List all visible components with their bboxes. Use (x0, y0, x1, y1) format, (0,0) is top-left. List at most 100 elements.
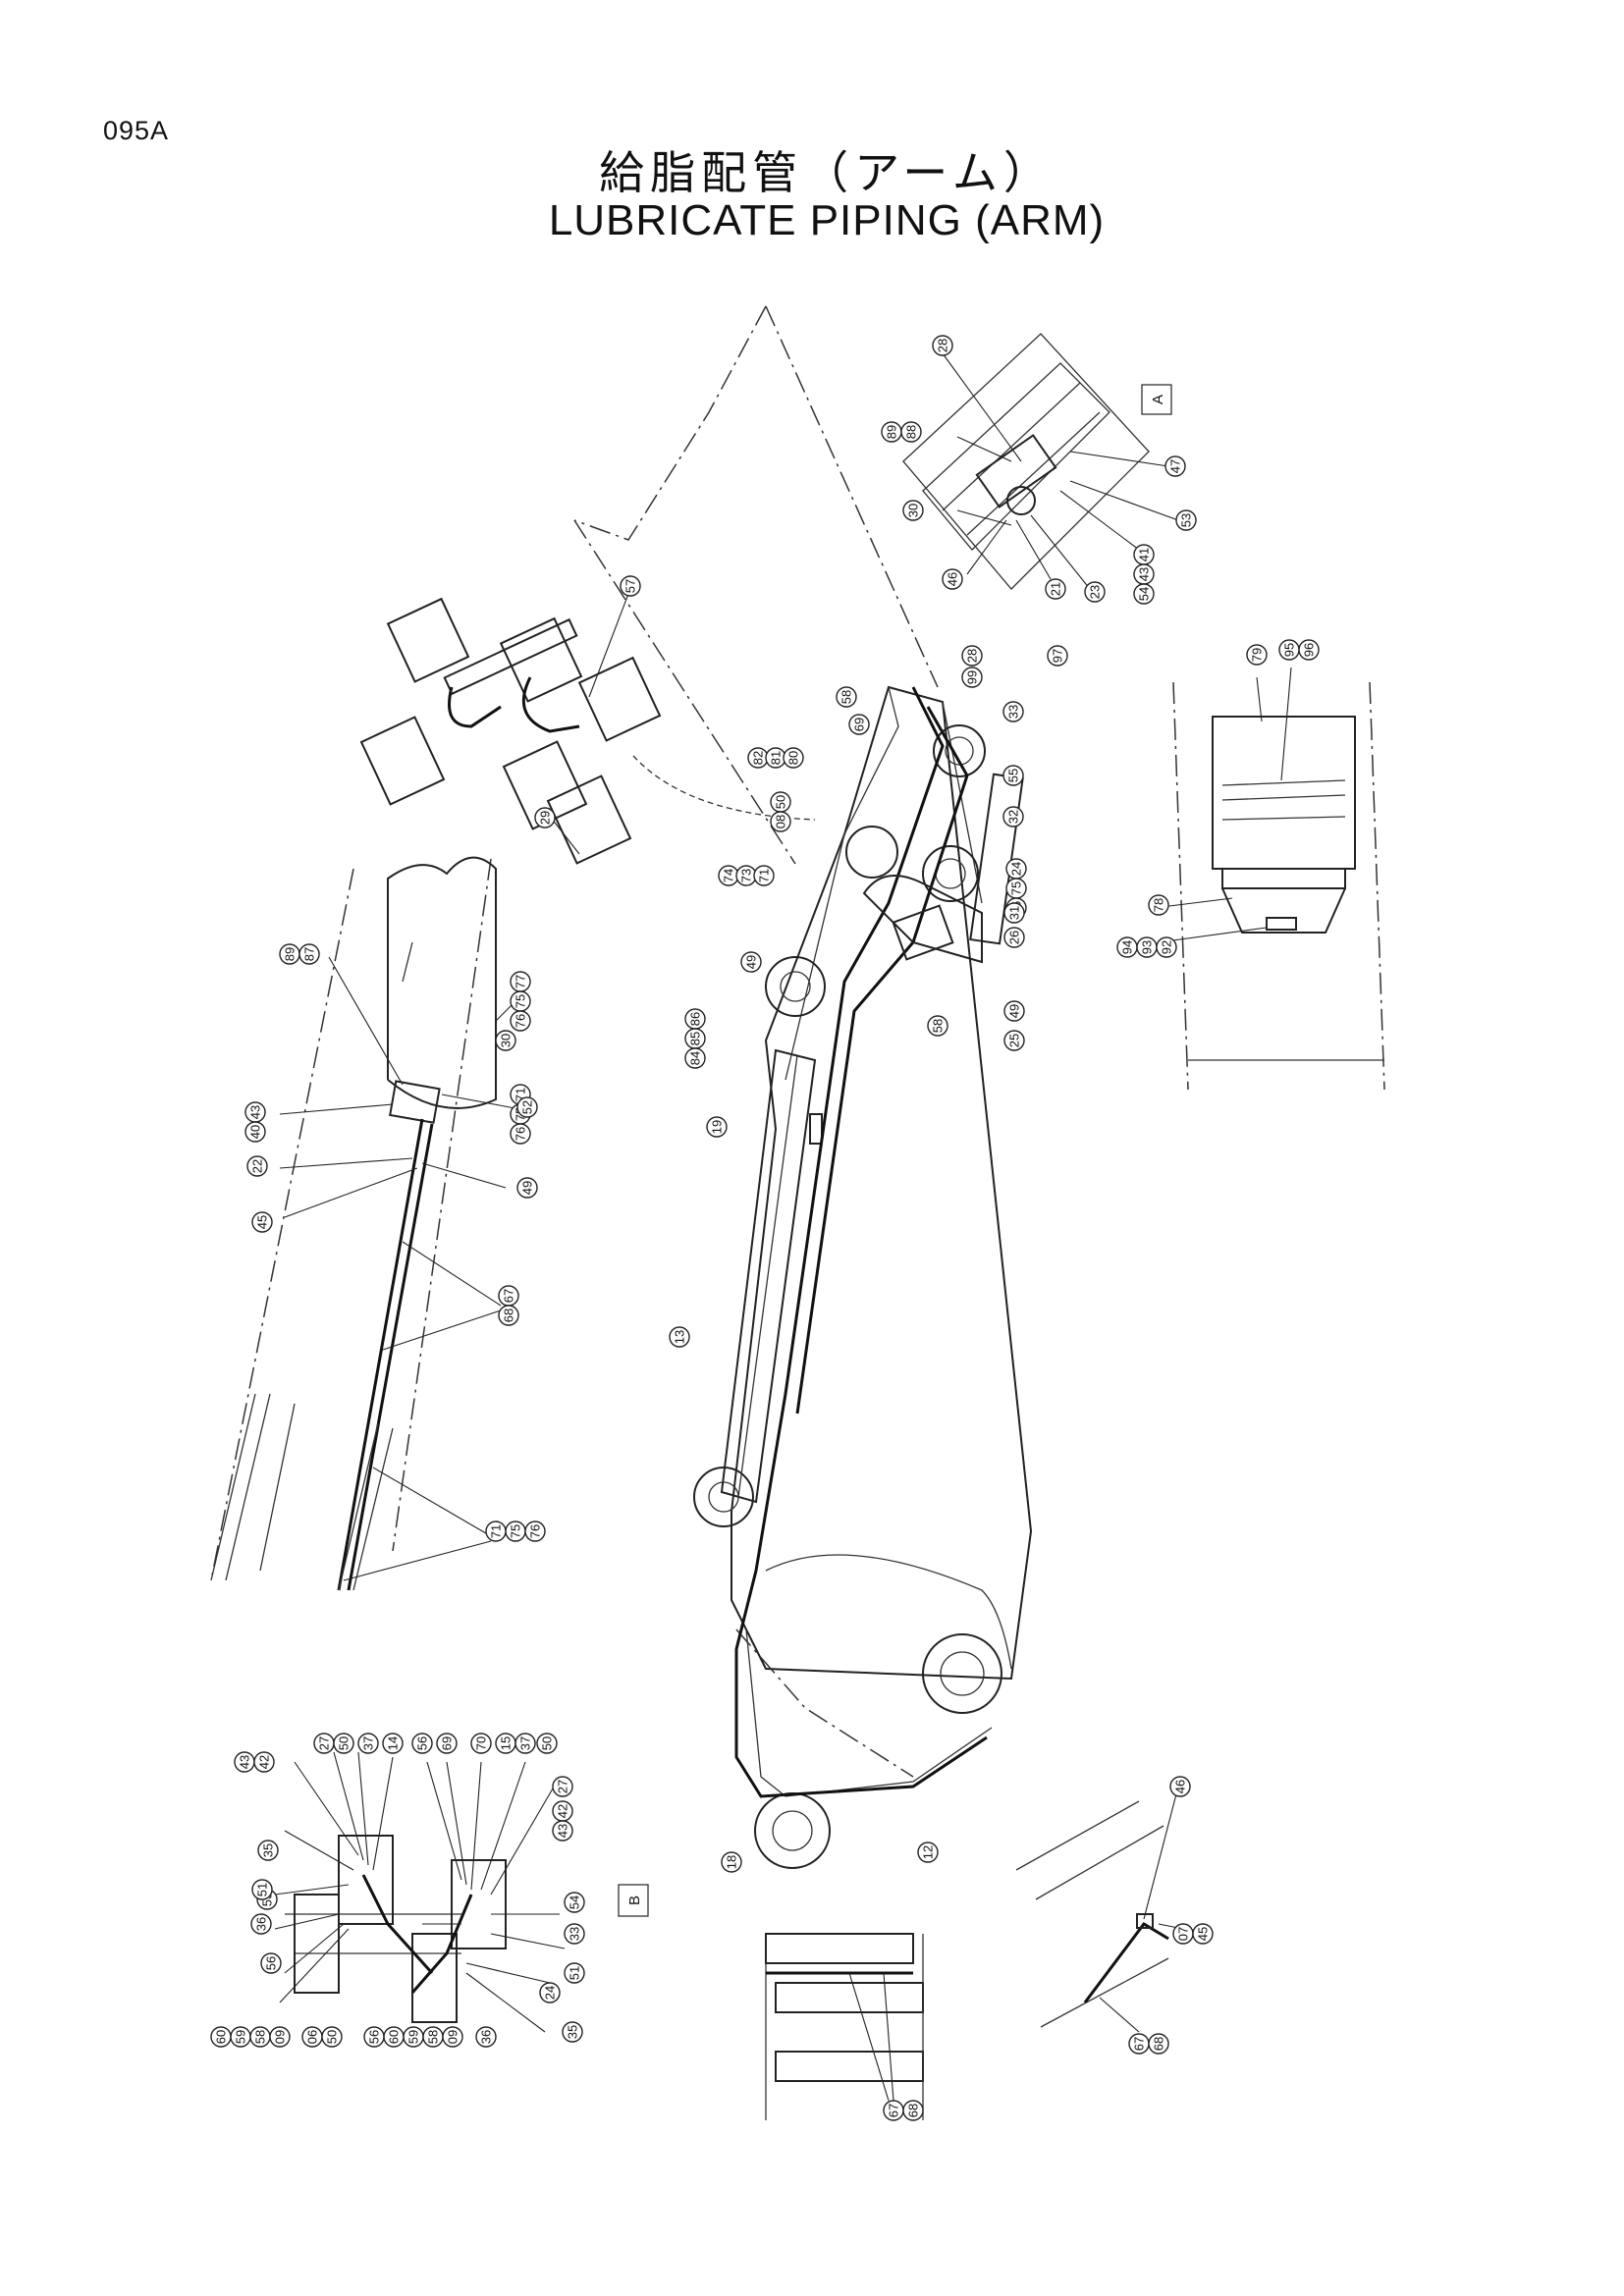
svg-text:75: 75 (509, 1524, 523, 1538)
svg-text:82: 82 (751, 751, 766, 765)
callout-bottom-center-detail-1: 68 (902, 2100, 924, 2121)
svg-text:51: 51 (255, 1883, 270, 1896)
svg-text:26: 26 (1007, 931, 1022, 944)
svg-text:60: 60 (214, 2030, 229, 2044)
svg-text:56: 56 (367, 2030, 382, 2044)
svg-text:59: 59 (234, 2030, 248, 2044)
svg-text:36: 36 (479, 2030, 494, 2044)
svg-text:73: 73 (739, 869, 754, 882)
svg-text:69: 69 (852, 718, 867, 731)
callout-left-detail-10: 40 (244, 1121, 266, 1143)
callout-view-a-0: 28 (932, 335, 953, 356)
callout-view-b-25: 50 (321, 2026, 343, 2048)
svg-text:06: 06 (305, 2030, 320, 2044)
svg-text:71: 71 (489, 1524, 504, 1538)
svg-text:49: 49 (1007, 1004, 1022, 1018)
callout-view-b-8: 70 (470, 1733, 492, 1754)
svg-text:37: 37 (361, 1736, 376, 1750)
callout-view-b-16: 35 (257, 1840, 279, 1861)
svg-text:43: 43 (556, 1824, 570, 1838)
callout-center-top-3: 69 (848, 714, 870, 735)
callout-view-a-10: 53 (1175, 509, 1197, 531)
svg-text:53: 53 (1179, 513, 1194, 527)
svg-text:22: 22 (250, 1159, 265, 1173)
callout-center-top-20: 58 (927, 1015, 948, 1037)
callout-view-b-19: 56 (260, 1952, 282, 1974)
svg-text:76: 76 (514, 1014, 528, 1028)
callout-center-top-7: 50 (770, 791, 791, 813)
svg-text:67: 67 (887, 2104, 901, 2117)
svg-text:08: 08 (774, 815, 788, 828)
svg-text:43: 43 (248, 1105, 263, 1119)
svg-text:88: 88 (904, 425, 919, 439)
svg-text:77: 77 (514, 975, 528, 988)
svg-text:37: 37 (518, 1736, 533, 1750)
title-japanese: 給脂配管（アーム） (599, 146, 1055, 199)
callout-center-top-1: 99 (961, 667, 983, 688)
callout-center-top-14: 75 (1005, 878, 1027, 899)
callout-top-left-detail-0: 57 (620, 575, 641, 597)
svg-text:59: 59 (406, 2030, 421, 2044)
svg-text:45: 45 (1196, 1927, 1211, 1941)
callout-view-b-2: 27 (313, 1733, 335, 1754)
svg-text:31: 31 (1007, 906, 1022, 920)
callout-center-top-16: 31 (1003, 902, 1025, 924)
svg-text:89: 89 (885, 425, 899, 439)
callout-view-b-1: 42 (253, 1751, 275, 1773)
callout-right-detail-4: 94 (1116, 936, 1138, 958)
callout-view-b-14: 43 (552, 1820, 573, 1842)
svg-text:84: 84 (688, 1051, 703, 1065)
callout-view-b-13: 42 (552, 1800, 573, 1822)
callout-left-detail-16: 68 (498, 1305, 519, 1326)
callout-left-detail-14: 49 (516, 1177, 538, 1199)
callout-view-b-5: 14 (382, 1733, 404, 1754)
bottom-center-detail (765, 1933, 924, 2120)
svg-text:54: 54 (568, 1896, 582, 1909)
callout-center-top-18: 49 (1003, 1000, 1025, 1022)
callout-center-top-27: 84 (684, 1047, 706, 1069)
callout-main-arm-2: 12 (917, 1842, 939, 1863)
callout-left-detail-19: 76 (524, 1521, 546, 1542)
callout-center-top-9: 97 (1047, 645, 1068, 667)
svg-text:76: 76 (528, 1524, 543, 1538)
svg-text:67: 67 (1132, 2037, 1147, 2051)
callout-view-a-5: 21 (1045, 578, 1066, 600)
callout-view-a-2: 88 (900, 421, 922, 443)
callout-left-detail-17: 71 (485, 1521, 507, 1542)
view-b-label: B (626, 1896, 643, 1905)
svg-text:50: 50 (774, 795, 788, 809)
svg-text:50: 50 (337, 1736, 352, 1750)
callout-view-b-21: 59 (230, 2026, 251, 2048)
svg-text:13: 13 (673, 1330, 687, 1344)
callout-right-detail-3: 78 (1148, 894, 1169, 916)
callout-left-detail-15: 67 (498, 1285, 519, 1307)
svg-text:96: 96 (1302, 643, 1317, 657)
svg-text:58: 58 (839, 690, 854, 704)
callout-right-detail-0: 79 (1246, 644, 1268, 666)
svg-text:49: 49 (520, 1181, 535, 1195)
svg-text:93: 93 (1140, 940, 1155, 954)
svg-text:58: 58 (426, 2030, 441, 2044)
svg-text:78: 78 (1152, 898, 1166, 912)
callout-bottom-right-detail-4: 68 (1148, 2033, 1169, 2055)
svg-text:99: 99 (965, 670, 980, 684)
svg-text:79: 79 (1250, 648, 1265, 662)
svg-text:28: 28 (936, 339, 950, 352)
callout-left-detail-8: 76 (510, 1123, 531, 1145)
svg-text:24: 24 (543, 1986, 558, 2000)
svg-text:52: 52 (520, 1100, 535, 1114)
callout-center-top-23: 71 (753, 865, 775, 886)
callout-center-top-10: 33 (1002, 701, 1024, 722)
svg-text:30: 30 (906, 504, 921, 517)
left-section-detail (210, 856, 521, 1591)
callout-left-detail-11: 52 (516, 1096, 538, 1118)
callout-center-top-21: 74 (718, 865, 739, 886)
page-code: 095A (103, 116, 170, 145)
bottom-right-detail (1015, 1786, 1184, 2033)
svg-text:60: 60 (387, 2030, 402, 2044)
callout-view-b-24: 06 (301, 2026, 323, 2048)
callout-view-a-9: 54 (1133, 583, 1155, 605)
svg-text:85: 85 (688, 1032, 703, 1045)
svg-text:94: 94 (1120, 940, 1135, 954)
callout-view-b-7: 69 (436, 1733, 458, 1754)
